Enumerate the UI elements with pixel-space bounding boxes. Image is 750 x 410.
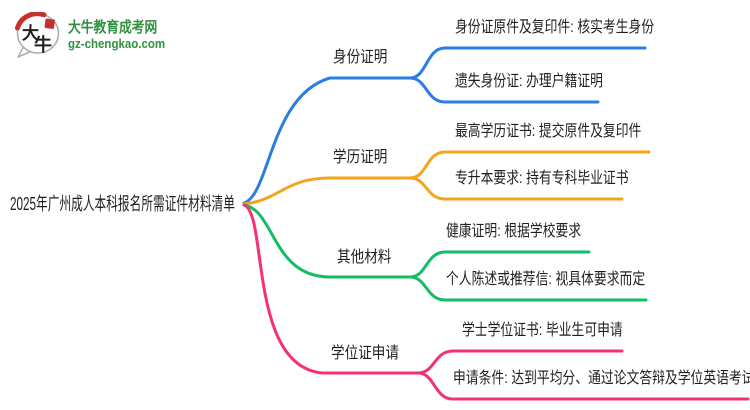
site-logo[interactable]: 大 牛 大牛教育成考网 gz-chengkao.com (14, 12, 174, 59)
leaf-node: 遗失身份证: 办理户籍证明 (455, 73, 603, 90)
branch-node-other: 其他材料 (337, 249, 392, 266)
branch-other-link (242, 203, 412, 279)
logo-text: 大牛教育成考网 gz-chengkao.com (68, 12, 174, 52)
logo-bull-icon: 大 牛 (15, 12, 60, 58)
leaf-link (408, 250, 591, 279)
leaf-node: 身份证原件及复印件: 核实考生身份 (455, 19, 655, 36)
leaf-link (408, 76, 600, 104)
branch-degree-link (242, 203, 420, 375)
leaf-link (416, 371, 750, 401)
logo-red-arc (15, 12, 47, 31)
leaf-link (408, 150, 651, 180)
leaf-node: 学士学位证书: 毕业生可申请 (462, 322, 623, 339)
logo-char-bottom: 牛 (34, 34, 52, 55)
leaf-node: 专升本要求: 持有专科毕业证书 (455, 170, 629, 187)
leaf-link (408, 46, 647, 80)
root-node: 2025年广州成人本科报名所需证件材料清单 (10, 194, 235, 214)
site-url: gz-chengkao.com (68, 37, 166, 51)
branch-education-link (242, 176, 412, 206)
leaf-node: 健康证明: 根据学校要求 (446, 223, 582, 240)
leaf-node: 申请条件: 达到平均分、通过论文答辩及学位英语考试， (453, 370, 750, 387)
branch-node-degree: 学位证申请 (331, 345, 400, 362)
branch-node-education: 学历证明 (333, 149, 388, 166)
branch-identity-link (242, 76, 412, 205)
site-name: 大牛教育成考网 (68, 19, 158, 36)
leaf-node: 个人陈述或推荐信: 视具体要求而定 (446, 271, 646, 288)
branch-node-identity: 身份证明 (333, 49, 388, 66)
logo-char-top: 大 (22, 23, 39, 43)
leaf-link (408, 275, 648, 302)
leaf-link (408, 176, 624, 201)
logo-seal (44, 18, 55, 29)
leaf-node: 最高学历证书: 提交原件及复印件 (455, 123, 642, 140)
